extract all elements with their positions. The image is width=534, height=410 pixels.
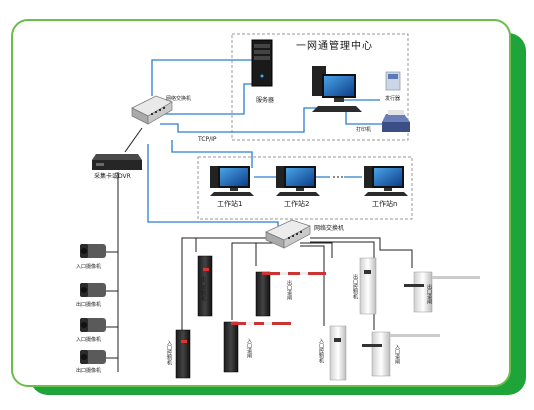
management-pc-icon (312, 66, 362, 112)
exit-controller-2-icon (359, 257, 377, 315)
device-links (105, 127, 413, 372)
entry-controller-2-icon (329, 325, 347, 381)
exit-barrier-2-label: 出口道闸 (426, 284, 432, 304)
exit-barrier-1-icon (255, 271, 326, 317)
mid-switch-icon (265, 219, 311, 249)
camera-exit-2-label: 出口摄像机 (76, 368, 102, 374)
workstation-ellipsis-icon (333, 176, 343, 178)
entry-barrier-1-label: 入口道闸 (246, 338, 252, 358)
camera-entry-2-label: 入口摄像机 (76, 337, 102, 343)
entry-barrier-1-icon (223, 321, 291, 373)
entry-barrier-2-icon (362, 331, 440, 377)
camera-exit-1-label: 出口摄像机 (76, 302, 102, 308)
entry-controller-2-label: 入口控制机 (318, 338, 324, 363)
entry-barrier-2-label: 入口道闸 (394, 344, 400, 364)
exit-barrier-2-icon (404, 271, 480, 313)
dvr-icon (92, 154, 142, 170)
management-center-box (231, 33, 409, 141)
camera-exit-1-icon (80, 283, 106, 297)
top-switch-icon (131, 95, 173, 125)
protocol-label: TCP/IP (198, 136, 217, 143)
exit-controller-1-icon (197, 255, 213, 317)
center-title: 一网通管理中心 (296, 41, 373, 52)
server-icon (251, 39, 273, 87)
server-label: 服务器 (256, 97, 275, 104)
camera-entry-1-label: 入口摄像机 (76, 264, 102, 270)
camera-entry-1-icon (80, 244, 106, 258)
workstation-n-label: 工作站n (372, 200, 398, 208)
workstation-group-box (197, 156, 413, 220)
printer-label: 打印机 (356, 127, 372, 133)
switch-mid-label: 网络交换机 (314, 225, 345, 232)
issuer-icon (385, 71, 401, 91)
entry-controller-1-label: 入口控制机 (166, 340, 172, 365)
printer-icon (382, 110, 410, 132)
workstation-2-label: 工作站2 (284, 200, 310, 208)
workstation-2-icon (276, 166, 320, 196)
workstation-1-label: 工作站1 (217, 200, 243, 208)
switch-top-label: 网络交换机 (166, 96, 192, 102)
issuer-label: 发行器 (385, 96, 401, 102)
entry-controller-1-icon (175, 329, 191, 379)
exit-barrier-1-label: 出口道闸 (286, 280, 292, 300)
workstation-1-icon (210, 166, 254, 196)
camera-entry-2-icon (80, 318, 106, 332)
exit-controller-1-label: 出口控制机 (200, 276, 206, 301)
camera-exit-2-icon (80, 350, 106, 364)
dvr-label: 采集卡或DVR (94, 173, 131, 180)
network-links (147, 59, 392, 226)
exit-controller-2-label: 出口控制机 (352, 274, 358, 299)
workstation-n-icon (364, 166, 408, 196)
